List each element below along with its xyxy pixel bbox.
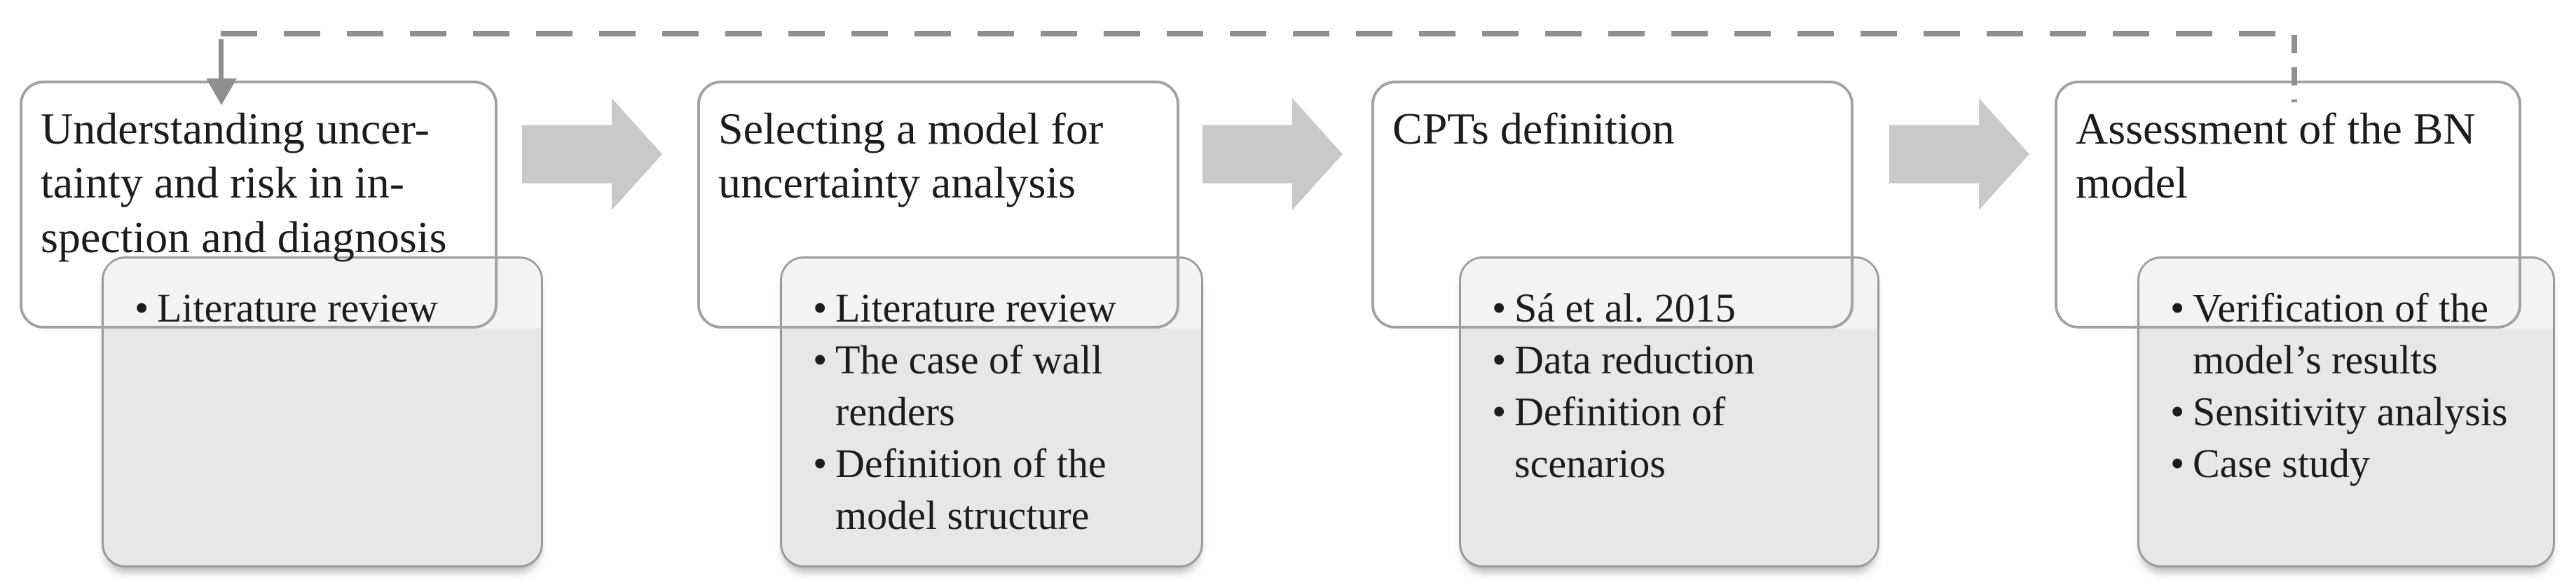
bullet-icon: • xyxy=(2170,441,2185,486)
bullet-icon: • xyxy=(2170,389,2185,434)
bullet-item: • Sensitivity analysis xyxy=(2170,386,2542,438)
bullet-item: • The case of wall renders xyxy=(813,334,1190,438)
bullet-text: Data reduction xyxy=(1514,337,1755,383)
stage-3-detail-box: • Sá et al. 2015 • Data reduction • Defi… xyxy=(1459,256,1879,567)
bullet-icon: • xyxy=(1492,285,1507,331)
stage-1-title: Understanding uncer- tainty and risk in … xyxy=(41,104,447,262)
bullet-text: Sensitivity analysis xyxy=(2193,389,2508,434)
stage-4-bullet-list: • Verification of the model’s results • … xyxy=(2170,282,2542,490)
stage-2-title-box: Selecting a model for uncertainty analys… xyxy=(697,81,1179,329)
bullet-text: Case study xyxy=(2193,441,2370,486)
bullet-item: • Definition of scenarios xyxy=(1492,386,1866,490)
stage-2-detail-box: • Literature review • The case of wall r… xyxy=(780,256,1203,567)
bullet-item: • Case study xyxy=(2170,438,2542,490)
feedback-arrow-line xyxy=(219,39,224,80)
flow-arrow-1-icon xyxy=(522,98,662,210)
stage-4-title: Assessment of the BN model xyxy=(2076,104,2476,208)
stage-4-detail-box: • Verification of the model’s results • … xyxy=(2137,256,2555,567)
bullet-icon: • xyxy=(1492,389,1507,434)
bullet-text: Verification of the model’s results xyxy=(2193,285,2488,383)
bullet-text: The case of wall renders xyxy=(835,337,1103,434)
stage-2-bullet-list: • Literature review • The case of wall r… xyxy=(813,282,1190,542)
stage-3-title-box: CPTs definition xyxy=(1371,81,1854,329)
feedback-dashed-line-vertical xyxy=(2291,35,2297,102)
bullet-icon: • xyxy=(813,337,828,383)
stage-1-detail-box: • Literature review xyxy=(102,256,543,567)
stage-3-bullet-list: • Sá et al. 2015 • Data reduction • Defi… xyxy=(1492,282,1866,490)
stage-1-bullet-list: • Literature review xyxy=(135,282,530,334)
bullet-item: • Literature review xyxy=(813,282,1190,334)
bullet-item: • Verification of the model’s results xyxy=(2170,282,2542,386)
bullet-icon: • xyxy=(135,285,149,331)
bullet-icon: • xyxy=(813,285,828,331)
bullet-text: Literature review xyxy=(157,285,438,331)
bullet-item: • Definition of the model structure xyxy=(813,438,1190,542)
bullet-icon: • xyxy=(813,441,828,486)
bullet-item: • Sá et al. 2015 xyxy=(1492,282,1866,334)
bullet-text: Sá et al. 2015 xyxy=(1514,285,1736,331)
bullet-icon: • xyxy=(2170,285,2185,331)
flow-arrow-3-icon xyxy=(1889,98,2029,210)
stage-4-title-box: Assessment of the BN model xyxy=(2055,81,2521,329)
bullet-item: • Literature review xyxy=(135,282,530,334)
bullet-text: Definition of the model structure xyxy=(835,441,1107,538)
bullet-text: Definition of scenarios xyxy=(1514,389,1726,486)
stage-1-title-box: Understanding uncer- tainty and risk in … xyxy=(20,81,498,329)
bullet-text: Literature review xyxy=(835,285,1116,331)
stage-2-title: Selecting a model for uncertainty analys… xyxy=(718,104,1104,208)
bullet-item: • Data reduction xyxy=(1492,334,1866,386)
bullet-icon: • xyxy=(1492,337,1507,383)
feedback-dashed-line-horizontal xyxy=(221,31,2297,36)
stage-3-title: CPTs definition xyxy=(1392,104,1675,153)
flow-arrow-2-icon xyxy=(1203,98,1343,210)
feedback-arrowhead-icon xyxy=(206,78,237,105)
